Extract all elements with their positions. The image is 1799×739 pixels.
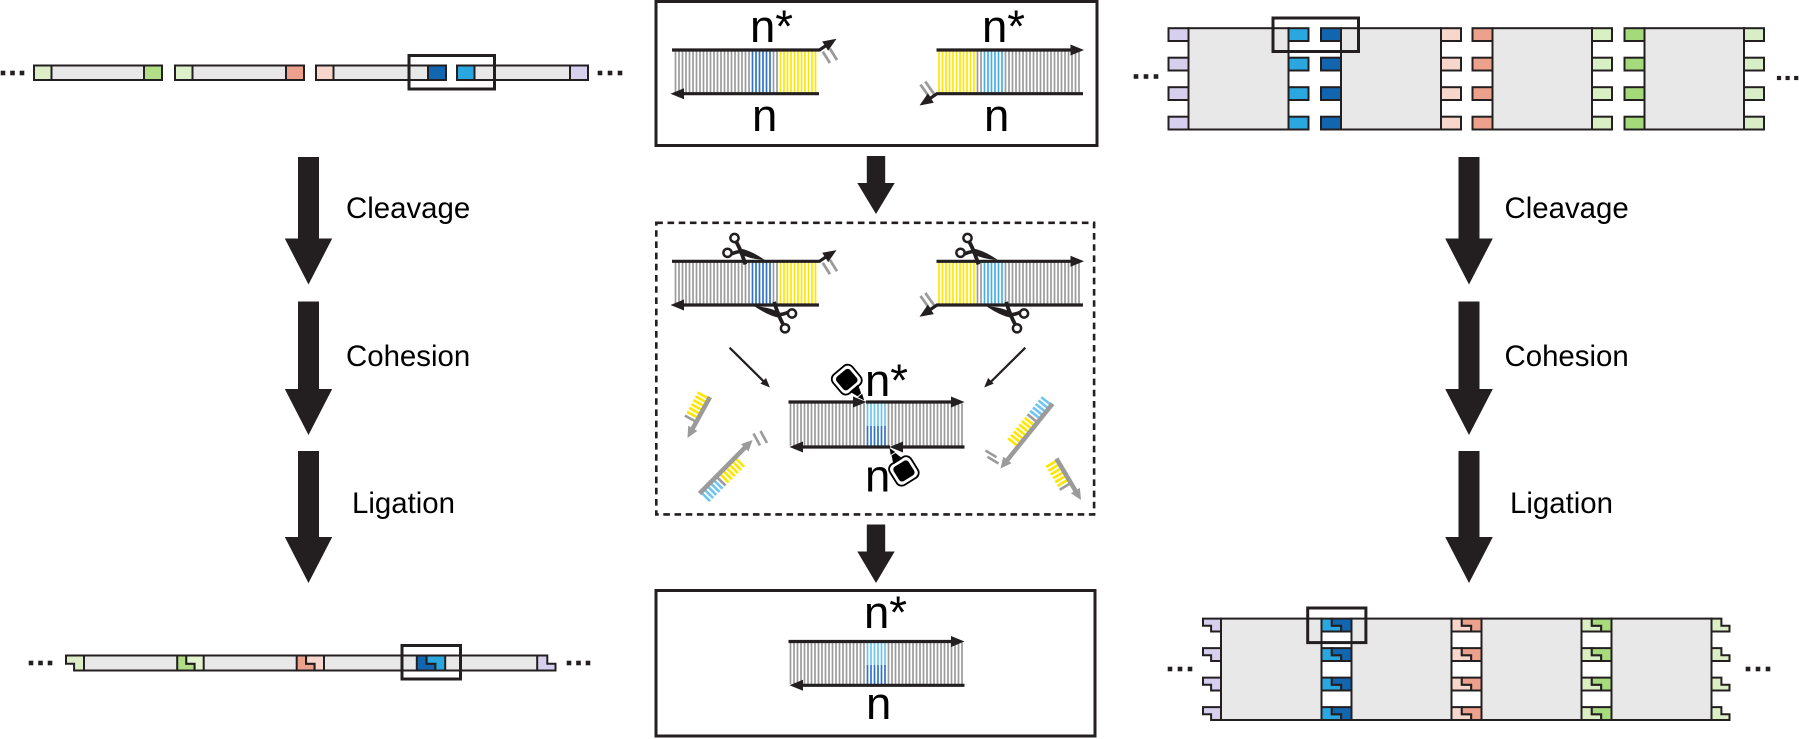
svg-text:n*: n* xyxy=(864,587,907,638)
svg-text:n*: n* xyxy=(865,355,908,406)
svg-text:n*: n* xyxy=(982,1,1025,52)
svg-text:n: n xyxy=(984,90,1009,141)
svg-text:n: n xyxy=(866,678,891,729)
svg-text:Ligation: Ligation xyxy=(352,487,455,520)
svg-text:n: n xyxy=(865,451,890,502)
svg-text:Cohesion: Cohesion xyxy=(1505,340,1629,373)
svg-text:Cohesion: Cohesion xyxy=(346,340,470,373)
svg-text:Cleavage: Cleavage xyxy=(1505,192,1629,225)
svg-text:Ligation: Ligation xyxy=(1510,487,1613,520)
svg-text:n: n xyxy=(752,90,777,141)
svg-text:Cleavage: Cleavage xyxy=(346,192,470,225)
svg-text:n*: n* xyxy=(750,1,793,52)
